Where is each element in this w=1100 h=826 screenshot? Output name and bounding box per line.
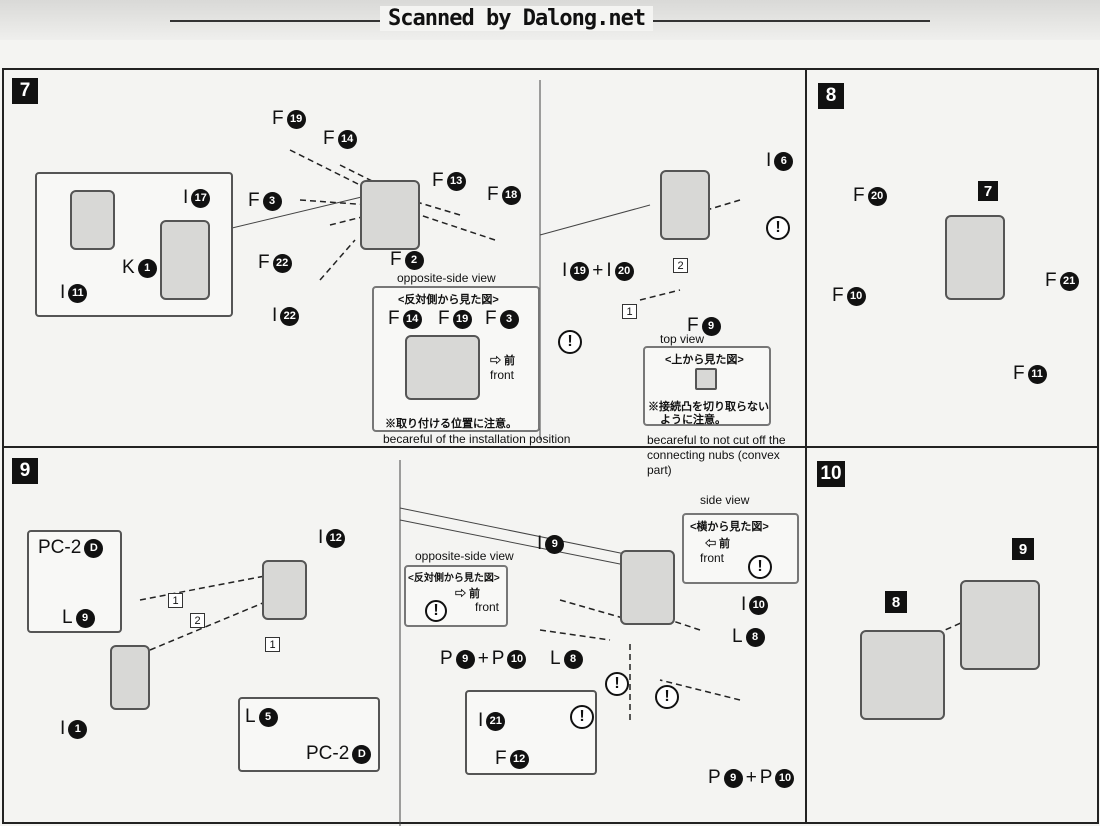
part-drawing xyxy=(960,580,1040,670)
top-view-caption: top view xyxy=(660,332,705,346)
sub-step-1: 1 xyxy=(265,637,280,652)
warning-icon: ! xyxy=(748,555,772,579)
part-drawing xyxy=(860,630,945,720)
front-arrow: ⇦ 前 xyxy=(705,538,731,550)
part-drawing xyxy=(695,368,717,390)
part-drawing xyxy=(660,170,710,240)
opposite-view-box xyxy=(404,565,508,627)
opposite-view-caption: opposite-side view xyxy=(397,271,496,285)
front-arrow: ⇨ 前 xyxy=(455,588,481,600)
part-drawing xyxy=(110,645,150,710)
front-label: front xyxy=(490,368,515,382)
front-label: front xyxy=(475,600,500,614)
opposite-view-caption: opposite-side view xyxy=(415,549,514,563)
part-drawing xyxy=(945,215,1005,300)
side-view-box xyxy=(682,513,799,584)
top-view-title: <上から見た図> xyxy=(665,354,744,366)
front-label: front xyxy=(700,551,725,565)
part-drawing xyxy=(262,560,307,620)
side-view-title: <横から見た図> xyxy=(690,521,769,533)
ref-step-7: 7 xyxy=(978,181,998,201)
sub-step-2: 2 xyxy=(190,613,205,628)
warning-icon: ! xyxy=(605,672,629,696)
warning-icon: ! xyxy=(766,216,790,240)
part-drawing xyxy=(620,550,675,625)
scan-credit: Scanned by Dalong.net xyxy=(380,6,654,31)
warning-icon: ! xyxy=(655,685,679,709)
subassembly-box xyxy=(27,530,122,633)
step-number-9: 9 xyxy=(12,458,38,484)
sub-step-1: 1 xyxy=(168,593,183,608)
step-number-8: 8 xyxy=(818,83,844,109)
nubs-translation: becareful to not cut off the connecting … xyxy=(647,433,786,477)
part-drawing xyxy=(405,335,480,400)
part-drawing xyxy=(360,180,420,250)
step-number-10: 10 xyxy=(817,461,845,487)
side-view-caption: side view xyxy=(700,493,750,507)
installation-translation: becareful of the installation position xyxy=(383,432,571,446)
part-drawing xyxy=(70,190,115,250)
warning-icon: ! xyxy=(558,330,582,354)
step-10-panel xyxy=(805,446,1099,824)
front-arrow: ⇨ 前 xyxy=(490,355,516,367)
ref-step-9: 9 xyxy=(1012,538,1034,560)
step-number-7: 7 xyxy=(12,78,38,104)
subassembly-box xyxy=(465,690,597,775)
opposite-view-title: <反対側から見た図> xyxy=(398,294,499,306)
part-drawing xyxy=(160,220,210,300)
warning-icon: ! xyxy=(570,705,594,729)
top-view-note: ※接続凸を切り取らない xyxy=(648,401,769,413)
sub-step-2: 2 xyxy=(673,258,688,273)
opposite-view-title: <反対側から見た図> xyxy=(408,573,500,584)
ref-step-8: 8 xyxy=(885,591,907,613)
warning-icon: ! xyxy=(425,600,447,622)
top-view-note-2: ように注意。 xyxy=(660,414,726,426)
opposite-view-note: ※取り付ける位置に注意。 xyxy=(385,418,517,430)
sub-step-1: 1 xyxy=(622,304,637,319)
